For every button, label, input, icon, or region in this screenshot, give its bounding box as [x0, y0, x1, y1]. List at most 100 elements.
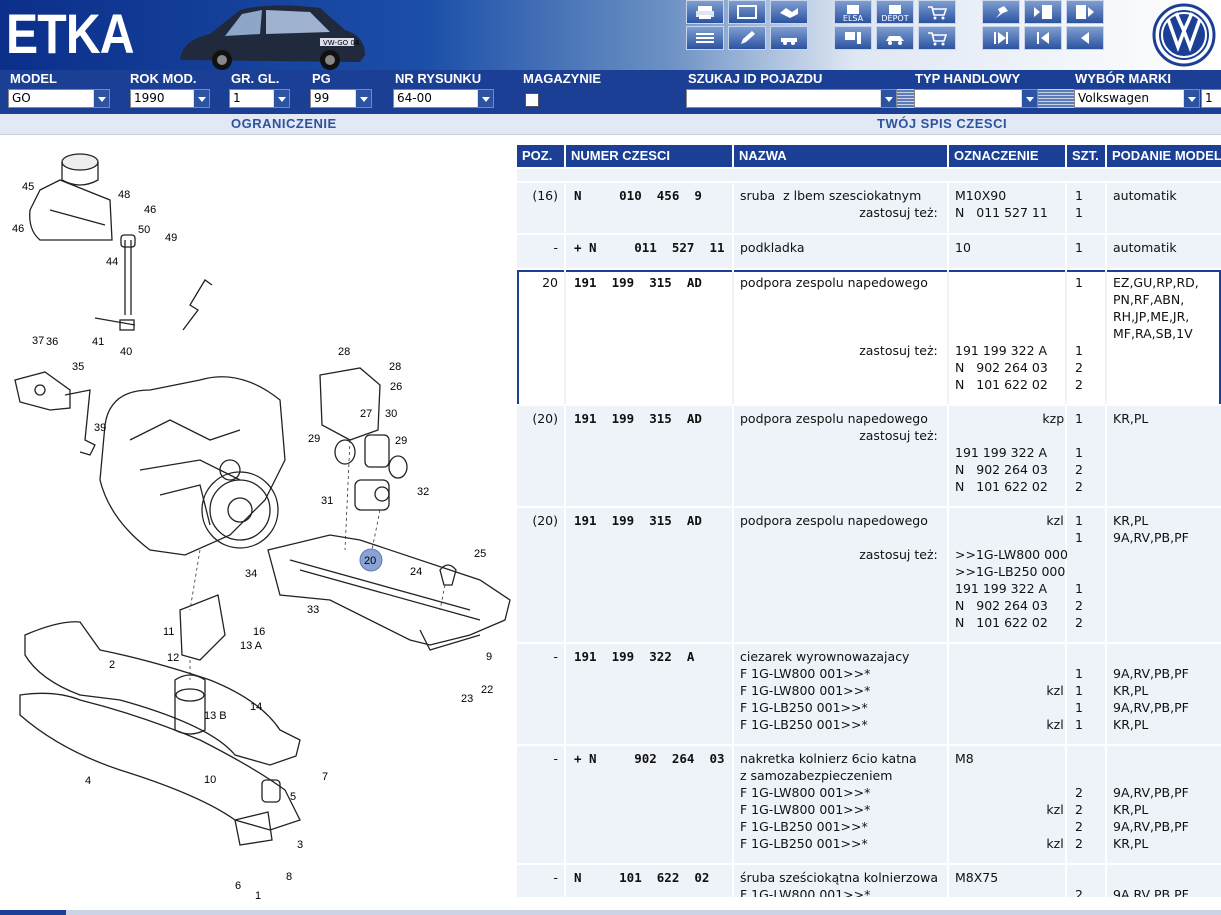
spis-czesci-label[interactable]: TWÓJ SPIS CZESCI	[877, 116, 1008, 131]
callout-8[interactable]: 8	[286, 871, 292, 883]
callout-6[interactable]: 6	[235, 880, 241, 892]
pg-select[interactable]: 99	[310, 89, 372, 108]
cell-text: 2	[1075, 887, 1083, 897]
edit-button[interactable]	[728, 26, 766, 50]
callout-36[interactable]: 36	[46, 336, 58, 348]
callout-28[interactable]: 28	[338, 346, 350, 358]
jump-button[interactable]	[982, 26, 1020, 50]
callout-5[interactable]: 5	[290, 791, 296, 803]
callout-29[interactable]: 29	[395, 435, 407, 447]
callout-40[interactable]: 40	[120, 346, 132, 358]
cell-text: 2	[1075, 598, 1083, 613]
back-button[interactable]	[1066, 26, 1104, 50]
callout-22[interactable]: 22	[481, 684, 493, 696]
callout-37[interactable]: 37	[32, 335, 44, 347]
magazynie-checkbox[interactable]	[525, 93, 539, 107]
model-select[interactable]: GO	[8, 89, 110, 108]
callout-29[interactable]: 29	[308, 433, 320, 445]
callout-7[interactable]: 7	[322, 771, 328, 783]
rok-select[interactable]: 1990	[130, 89, 210, 108]
callout-12[interactable]: 12	[167, 652, 179, 664]
callout-50[interactable]: 50	[138, 224, 150, 236]
callout-44[interactable]: 44	[106, 256, 118, 268]
callout-27[interactable]: 27	[360, 408, 372, 420]
callout-13a[interactable]: 13 A	[240, 640, 263, 652]
callout-14[interactable]: 14	[250, 701, 262, 713]
szukaj-select[interactable]	[686, 89, 897, 108]
callout-30[interactable]: 30	[385, 408, 397, 420]
callout-32[interactable]: 32	[417, 486, 429, 498]
pin-button[interactable]	[982, 0, 1020, 24]
window-button[interactable]	[728, 0, 766, 24]
service-button[interactable]	[770, 26, 808, 50]
cart-button[interactable]	[918, 26, 956, 50]
car-icon	[886, 36, 904, 45]
callout-49[interactable]: 49	[165, 232, 177, 244]
callout-31[interactable]: 31	[321, 495, 333, 507]
col-nazwa[interactable]: NAZWA	[734, 145, 949, 167]
callout-46[interactable]: 46	[144, 204, 156, 216]
rok-label: ROK MOD.	[130, 71, 197, 86]
callout-2[interactable]: 2	[109, 659, 115, 671]
cell-text: 191 199 315 AD	[574, 275, 702, 290]
cell-text: KR,PL	[1113, 802, 1149, 817]
col-poz[interactable]: POZ.	[517, 145, 566, 167]
list-button[interactable]	[686, 26, 724, 50]
cart-add-button[interactable]	[918, 0, 956, 24]
print-button[interactable]	[686, 0, 724, 24]
callout-4[interactable]: 4	[85, 775, 91, 787]
callout-23[interactable]: 23	[461, 693, 473, 705]
depot-button[interactable]: DEPOT	[876, 0, 914, 24]
callout-26[interactable]: 26	[390, 381, 402, 393]
callout-35[interactable]: 35	[72, 361, 84, 373]
cell-text: 9A,RV,PB,PF	[1113, 666, 1189, 681]
gr-select[interactable]: 1	[229, 89, 290, 108]
callout-28[interactable]: 28	[389, 361, 401, 373]
callout-9[interactable]: 9	[486, 651, 492, 663]
col-podanie[interactable]: PODANIE MODEL	[1107, 145, 1221, 167]
callout-34[interactable]: 34	[245, 568, 257, 580]
magazynie-label: MAGAZYNIE	[523, 71, 601, 86]
first-button[interactable]	[1024, 26, 1062, 50]
callout-39[interactable]: 39	[94, 422, 106, 434]
computer-button[interactable]	[834, 26, 872, 50]
col-oznaczenie[interactable]: OZNACZENIE	[949, 145, 1067, 167]
marka-select[interactable]: Volkswagen	[1074, 89, 1200, 108]
typ-select[interactable]	[914, 89, 1038, 108]
vehicle-button[interactable]	[876, 26, 914, 50]
callout-25[interactable]: 25	[474, 548, 486, 560]
callout-33[interactable]: 33	[307, 604, 319, 616]
elsa-button[interactable]: ELSA	[834, 0, 872, 24]
callout-3[interactable]: 3	[297, 839, 303, 851]
callout-13b[interactable]: 13 B	[204, 710, 227, 722]
prev-page-button[interactable]	[1024, 0, 1062, 24]
marka-extra-select[interactable]: 1	[1201, 89, 1221, 108]
col-szt[interactable]: SZT.	[1067, 145, 1107, 167]
callout-24[interactable]: 24	[410, 566, 422, 578]
callout-46[interactable]: 46	[12, 223, 24, 235]
next-page-button[interactable]	[1066, 0, 1104, 24]
row-separator	[517, 506, 1221, 508]
etka-logo: ETKA	[6, 2, 135, 65]
callout-16[interactable]: 16	[253, 626, 265, 638]
parts-button[interactable]	[770, 0, 808, 24]
callout-10[interactable]: 10	[204, 774, 216, 786]
callout-41[interactable]: 41	[92, 336, 104, 348]
col-numer[interactable]: NUMER CZESCI	[566, 145, 734, 167]
window-icon	[737, 5, 757, 19]
callout-45[interactable]: 45	[22, 181, 34, 193]
callout-1[interactable]: 1	[255, 890, 261, 902]
callout-20[interactable]: 20	[364, 555, 376, 567]
nr-select[interactable]: 64-00	[393, 89, 494, 108]
ograniczenie-label[interactable]: OGRANICZENIE	[231, 116, 337, 131]
callout-11[interactable]: 11	[163, 626, 174, 638]
callout-48[interactable]: 48	[118, 189, 130, 201]
